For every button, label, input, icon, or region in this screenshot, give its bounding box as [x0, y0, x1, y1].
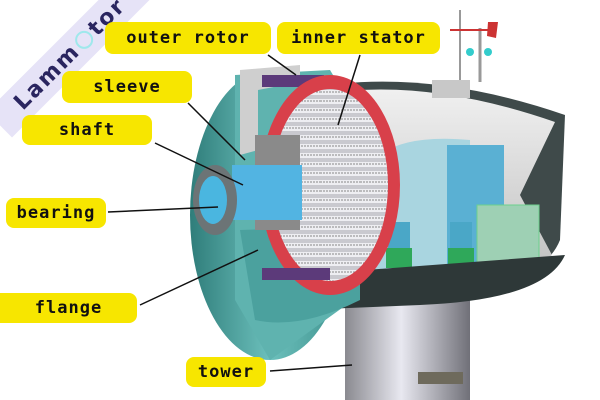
label-flange: flange — [0, 293, 137, 323]
label-outer-rotor: outer rotor — [105, 22, 271, 54]
label-sleeve: sleeve — [62, 71, 192, 103]
label-tower: tower — [186, 357, 266, 387]
label-inner-stator: inner stator — [277, 22, 440, 54]
tower-graphic — [345, 300, 470, 400]
label-bearing: bearing — [6, 198, 106, 228]
label-shaft: shaft — [22, 115, 152, 145]
leader-lines — [107, 54, 361, 372]
rotor-graphic — [190, 65, 400, 360]
